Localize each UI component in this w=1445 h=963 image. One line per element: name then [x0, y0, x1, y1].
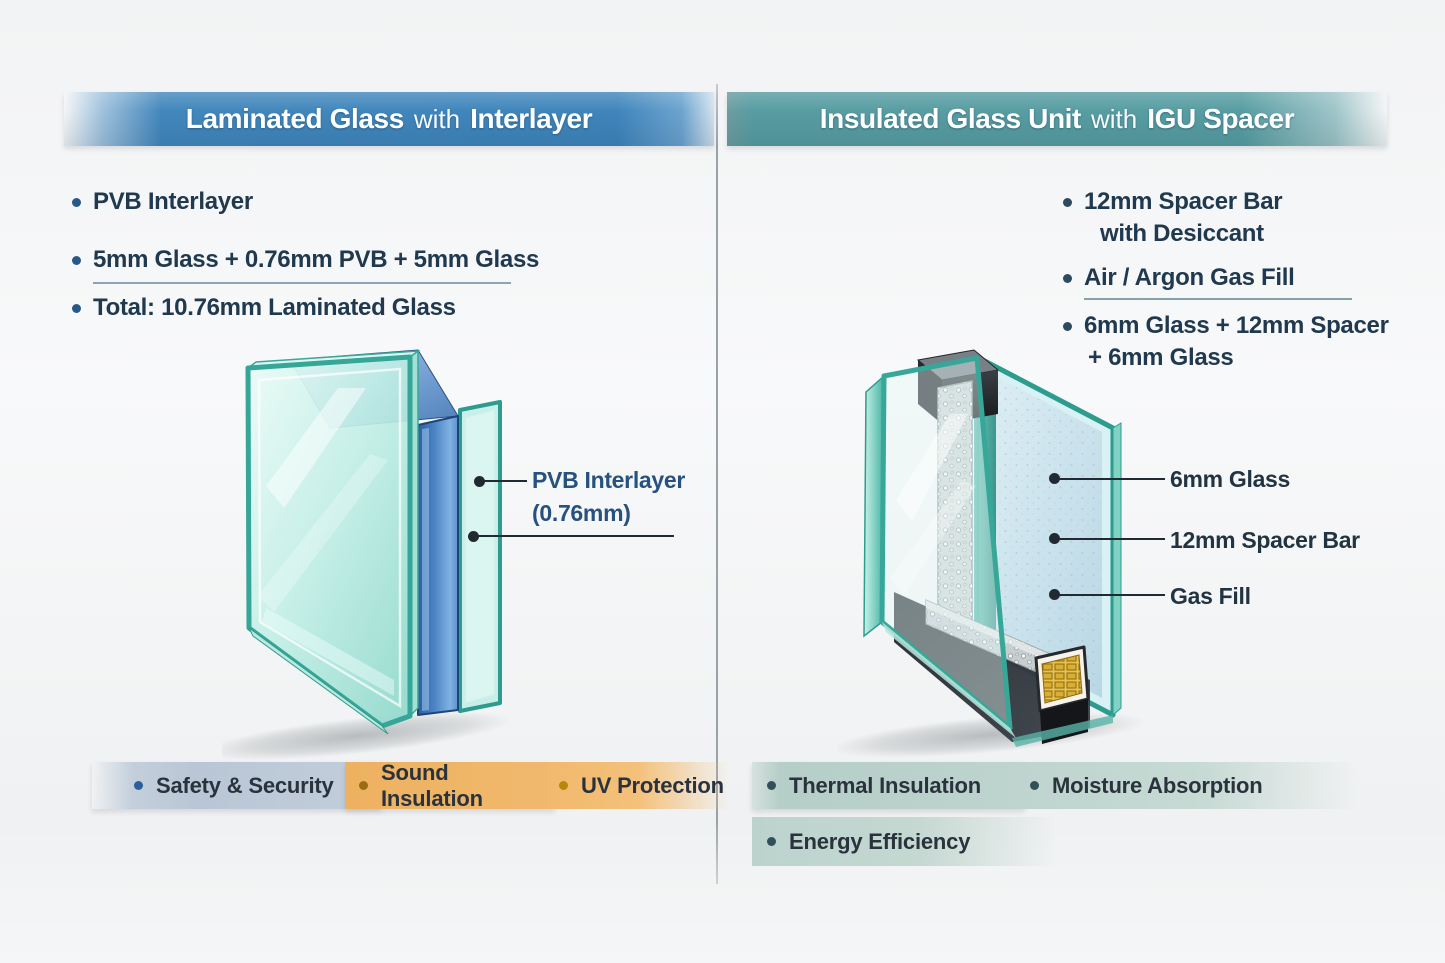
- badge-label: Thermal Insulation: [789, 772, 981, 798]
- rear-glass-pane: [974, 354, 1122, 718]
- list-item: 6mm Glass + 12mm Spacer + 6mm Glass: [1063, 310, 1389, 374]
- separator-line: [1084, 298, 1352, 300]
- label-line: PVB Interlayer: [532, 467, 686, 493]
- bullet-text: PVB Interlayer: [93, 188, 253, 215]
- right-bullet-list: 12mm Spacer Bar with Desiccant Air / Arg…: [1063, 186, 1389, 374]
- bullet-text-line: 6mm Glass + 12mm Spacer: [1084, 312, 1389, 339]
- list-item: PVB Interlayer: [72, 186, 539, 218]
- badge-label: Safety & Security: [156, 772, 334, 798]
- leader-dot: [468, 531, 479, 542]
- leader-dot: [1049, 473, 1060, 484]
- left-header: Laminated Glass with Interlayer: [64, 92, 714, 146]
- bullet-dot-icon: [1063, 198, 1072, 207]
- right-header: Insulated Glass Unit with IGU Spacer: [727, 92, 1387, 146]
- glass-label: 6mm Glass: [1170, 466, 1291, 492]
- pvb-interlayer-label: PVB Interlayer (0.76mm): [532, 464, 685, 530]
- label-line: (0.76mm): [532, 500, 631, 526]
- pvb-interlayer-slab: [417, 415, 459, 716]
- list-item: 5mm Glass + 0.76mm PVB + 5mm Glass: [72, 244, 539, 276]
- badge-dot-icon: [1030, 781, 1039, 790]
- bullet-text-line: with Desiccant: [1100, 220, 1264, 247]
- leader-dot: [474, 476, 485, 487]
- badge-safety-security: Safety & Security: [92, 762, 382, 809]
- badge-dot-icon: [767, 837, 776, 846]
- bullet-dot-icon: [1063, 322, 1072, 331]
- leader-line: [1058, 478, 1165, 480]
- leader-dot: [1049, 533, 1060, 544]
- badge-thermal-insulation: Thermal Insulation: [752, 762, 1025, 809]
- badge-sound-insulation: Sound Insulation: [345, 759, 555, 811]
- left-bullet-list: PVB Interlayer 5mm Glass + 0.76mm PVB + …: [72, 186, 539, 324]
- bullet-text: Total: 10.76mm Laminated Glass: [93, 294, 456, 321]
- bullet-text: 5mm Glass + 0.76mm PVB + 5mm Glass: [93, 246, 540, 273]
- badge-dot-icon: [559, 781, 568, 790]
- separator-line: [93, 282, 511, 284]
- badge-dot-icon: [134, 781, 143, 790]
- igu-diagram: [838, 349, 1146, 758]
- right-header-title-bold2: IGU Spacer: [1147, 103, 1295, 134]
- right-header-title-bold1: Insulated Glass Unit: [819, 103, 1082, 134]
- leader-line: [1058, 538, 1165, 540]
- list-item: Total: 10.76mm Laminated Glass: [72, 292, 539, 324]
- leader-line: [477, 535, 674, 537]
- leader-dot: [1049, 589, 1060, 600]
- badge-label: Energy Efficiency: [789, 828, 971, 854]
- bullet-text: 6mm Glass + 12mm Spacer + 6mm Glass: [1084, 310, 1389, 374]
- leader-line: [483, 480, 527, 482]
- badge-label: Moisture Absorption: [1052, 772, 1263, 798]
- inner-pane-edge: [974, 380, 996, 646]
- badge-dot-icon: [767, 781, 776, 790]
- left-header-title-bold2: Interlayer: [470, 103, 593, 134]
- gas-fill-label: Gas Fill: [1170, 583, 1251, 609]
- front-glass-pane: [245, 349, 421, 735]
- leader-line: [1058, 594, 1165, 596]
- bullet-dot-icon: [72, 304, 81, 313]
- bullet-text-line: + 6mm Glass: [1088, 344, 1234, 371]
- badge-label: UV Protection: [581, 772, 724, 798]
- laminated-glass-diagram: [222, 349, 512, 761]
- glass-shadow: [222, 711, 512, 761]
- badge-uv-protection: UV Protection: [546, 762, 729, 809]
- badge-label: Sound Insulation: [381, 759, 483, 811]
- bullet-dot-icon: [1063, 274, 1072, 283]
- front-glass-pane: [863, 355, 1113, 747]
- left-header-title-light: with: [413, 103, 461, 134]
- badge-dot-icon: [359, 781, 368, 790]
- panel-divider: [716, 84, 718, 884]
- badge-energy-efficiency: Energy Efficiency: [752, 817, 1057, 866]
- list-item: 12mm Spacer Bar with Desiccant: [1063, 186, 1389, 250]
- badge-moisture-absorption: Moisture Absorption: [1015, 762, 1360, 809]
- bullet-dot-icon: [72, 256, 81, 265]
- spacer-bar-label: 12mm Spacer Bar: [1170, 527, 1360, 553]
- bullet-text: 12mm Spacer Bar with Desiccant: [1084, 186, 1283, 250]
- bullet-text: Air / Argon Gas Fill: [1084, 264, 1295, 291]
- bullet-dot-icon: [72, 198, 81, 207]
- rear-glass-pane: [458, 400, 502, 713]
- bullet-text-line: 12mm Spacer Bar: [1084, 188, 1283, 215]
- right-header-title-light: with: [1090, 103, 1138, 134]
- list-item: Air / Argon Gas Fill: [1063, 262, 1389, 294]
- left-header-title-bold1: Laminated Glass: [185, 103, 404, 134]
